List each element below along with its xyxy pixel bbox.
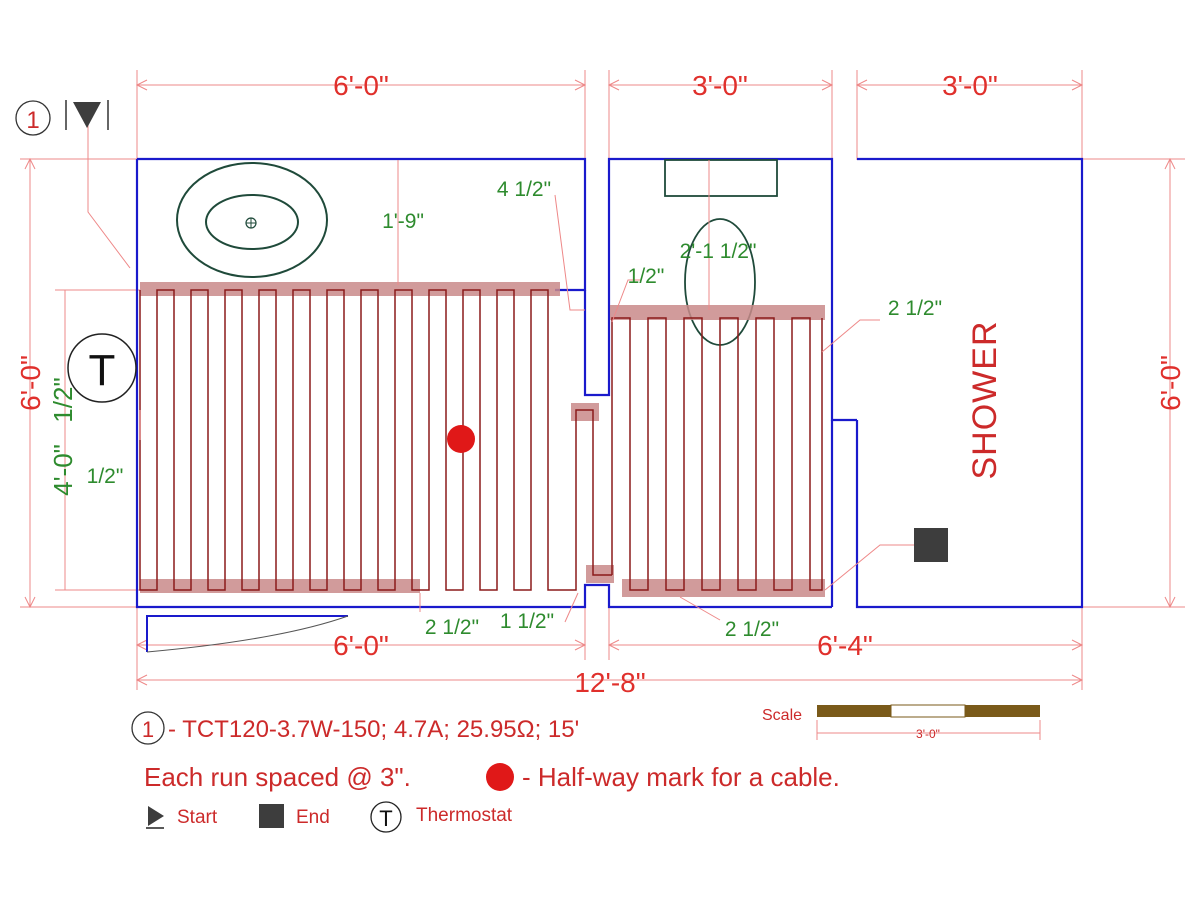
thermostat-legend-icon [370, 801, 402, 833]
dimension-overall: 12'-8" [574, 667, 645, 698]
dimension-lines [20, 70, 1185, 690]
thermostat-icon: T [67, 333, 137, 403]
scale-bar: Scale 3'-0" [762, 704, 1041, 741]
dimension-left-height: 6'-0" [15, 355, 46, 411]
heating-cable-toilet-area [611, 317, 823, 591]
cable-number-label: 1 [26, 107, 39, 134]
legend-start-label: Start [177, 807, 218, 828]
clearance-label: 4 1/2" [497, 178, 551, 201]
legend: 1 - TCT120-3.7W-150; 4.7A; 25.95Ω; 15' E… [131, 711, 840, 833]
dimension-top-right: 3'-0" [942, 70, 998, 101]
clearance-label: 1'-9" [382, 210, 424, 233]
walls [135, 157, 1084, 609]
thermostat-legend-symbol: T [379, 806, 392, 831]
legend-cable-number: 1 [142, 717, 154, 742]
halfway-mark-icon [447, 425, 475, 453]
dimension-bottom-left: 6'-0" [333, 630, 389, 661]
dimension-arrows [24, 79, 1176, 686]
start-legend-icon [148, 806, 164, 826]
heated-height-label: 4'-0" [48, 444, 78, 496]
clearance-leaders [87, 125, 914, 623]
legend-spacing-note: Each run spaced @ 3". [144, 762, 411, 792]
legend-thermostat-label: Thermostat [416, 805, 513, 826]
clearance-label: 2 1/2" [725, 618, 779, 641]
thermostat-symbol: T [89, 346, 116, 395]
dimension-top-left: 6'-0" [333, 70, 389, 101]
legend-halfway-note: - Half-way mark for a cable. [522, 762, 840, 792]
clearance-label: 1/2" [628, 265, 665, 288]
clearance-label: 2 1/2" [888, 297, 942, 320]
cable-end-icon [914, 528, 948, 562]
clearance-label: 1/2" [87, 465, 124, 488]
cable-bands [140, 282, 825, 597]
dimension-bottom-right: 6'-4" [817, 630, 873, 661]
legend-cable-spec: - TCT120-3.7W-150; 4.7A; 25.95Ω; 15' [168, 716, 579, 743]
start-arrow-icon [73, 102, 101, 128]
scale-label: Scale [762, 707, 802, 724]
door-swing [146, 615, 349, 653]
sink [176, 162, 328, 278]
halfway-legend-icon [486, 763, 514, 791]
clearance-label: 1 1/2" [500, 610, 554, 633]
cable-start-marker: 1 [15, 100, 109, 136]
dimension-top-middle: 3'-0" [692, 70, 748, 101]
heating-cable-main [139, 289, 612, 591]
clearance-label: 2'-1 1/2" [680, 240, 757, 263]
scale-length: 3'-0" [916, 727, 940, 741]
dimension-right-height: 6'-0" [1155, 355, 1186, 411]
shower-label: SHOWER [966, 321, 1004, 480]
legend-end-label: End [296, 807, 330, 828]
clearance-label: 2 1/2" [425, 616, 479, 639]
end-legend-icon [259, 804, 284, 828]
